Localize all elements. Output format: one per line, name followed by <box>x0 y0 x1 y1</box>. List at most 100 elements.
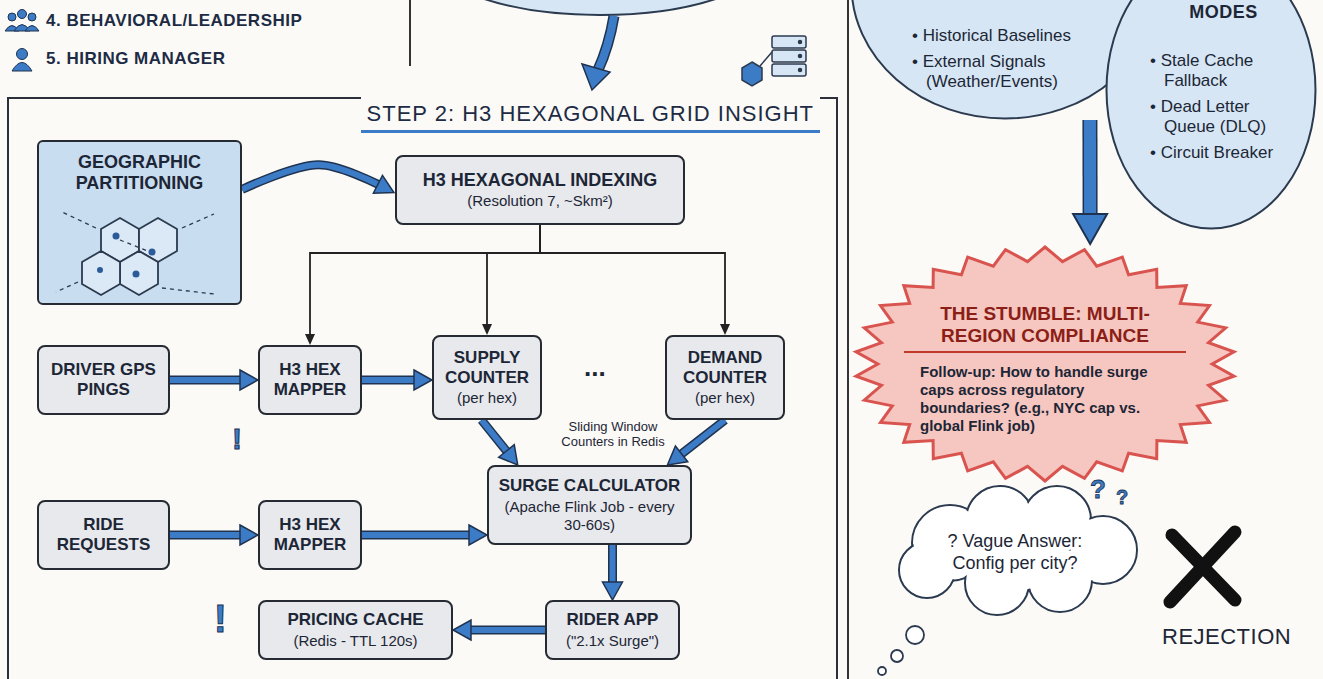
node-title: SUPPLY COUNTER <box>442 348 532 387</box>
arrow-outline <box>482 420 507 451</box>
node-title: H3 HEX MAPPER <box>268 360 352 399</box>
node-text: • External Signals (Weather/Events) <box>912 52 1121 92</box>
arrow-line <box>362 532 469 538</box>
node-title: GEOGRAPHIC PARTITIONING <box>47 152 232 193</box>
process-box: H3 HEX MAPPER <box>258 345 362 415</box>
node-title: RIDER APP <box>567 610 659 630</box>
cache-box: PRICING CACHE (Redis - TTL 120s) <box>258 600 453 660</box>
hex-points <box>97 233 156 278</box>
arrow-outline <box>170 531 240 540</box>
question-mark: ? <box>1090 474 1106 505</box>
partition-box: GEOGRAPHIC PARTITIONING <box>37 140 242 305</box>
source-box: RIDE REQUESTS <box>37 500 170 570</box>
process-box: SURGE CALCULATOR(Apache Flink Job - ever… <box>487 465 692 545</box>
info-bubble: MODES • Stale Cache Fallback • Dead Letter… <box>1105 0 1317 230</box>
source-box: DRIVER GPS PINGS <box>37 345 170 415</box>
node-text: • Circuit Breaker <box>1150 143 1297 163</box>
node-text: • Dead Letter Queue (DLQ) <box>1150 97 1297 137</box>
process-box: H3 HEX MAPPER <box>258 500 362 570</box>
node-title: ? Vague Answer: Config per city? <box>940 531 1090 574</box>
node-title: RIDE REQUESTS <box>47 515 160 554</box>
node-text: (per hex) <box>457 389 517 407</box>
node-title: H3 HEXAGONAL INDEXING <box>423 170 658 191</box>
section-item: 4. BEHAVIORAL/LEADERSHIP <box>46 11 302 31</box>
node-title: SURGE CALCULATOR <box>499 476 681 496</box>
node-title: PRICING CACHE <box>287 610 423 630</box>
reject-cross <box>1170 532 1235 602</box>
flow-arrow <box>362 380 414 381</box>
node-title: • Historical Baselines <box>912 26 1121 46</box>
arrow-line <box>242 165 378 190</box>
flow-arrow <box>682 420 725 454</box>
arrow-line <box>362 377 414 383</box>
arrow-line <box>1084 120 1096 214</box>
arrow-line <box>482 420 507 451</box>
server-icon <box>742 36 806 86</box>
cloud-fill <box>901 544 954 597</box>
flow-arrow <box>362 535 469 536</box>
counter-box: SUPPLY COUNTER (per hex) <box>432 335 542 420</box>
node-text: Follow-up: How to handle surge caps acro… <box>920 363 1170 435</box>
flow-arrow <box>540 225 725 324</box>
top-bubble <box>430 0 770 15</box>
node-title: H3 HEX MAPPER <box>268 515 352 554</box>
arrow-line <box>540 225 725 324</box>
node-title: DEMAND COUNTER <box>675 348 775 387</box>
arrow-line <box>170 377 240 383</box>
arrow-outline <box>362 531 469 540</box>
node-title: STEP 2: H3 HEXAGONAL GRID INSIGHT <box>361 97 820 133</box>
arrow-line <box>471 627 545 633</box>
thought-bubble: ? Vague Answer: Config per city? <box>885 488 1145 618</box>
arrow-outline <box>608 545 617 582</box>
node-text: (Redis - TTL 120s) <box>293 632 417 650</box>
callout-burst: THE STUMBLE: MULTI-REGION COMPLIANCE Foll… <box>852 244 1238 484</box>
arrow-outline <box>170 376 240 385</box>
arrow-outline <box>242 165 378 190</box>
node-text: (per hex) <box>695 389 755 407</box>
flow-arrow <box>170 535 240 536</box>
thought-trail <box>878 626 924 675</box>
counter-box: DEMAND COUNTER (per hex) <box>665 335 785 420</box>
section-item: 5. HIRING MANAGER <box>46 49 225 69</box>
arrow-line <box>310 225 540 334</box>
flow-arrow <box>310 225 540 334</box>
node-title: MODES <box>1150 2 1297 23</box>
question-mark: ? <box>1116 486 1128 509</box>
node-title: THE STUMBLE: MULTI-REGION COMPLIANCE <box>904 303 1186 353</box>
flow-arrow <box>612 545 613 582</box>
flow-arrow <box>1089 120 1090 214</box>
annotation: Sliding Window Counters in Redis <box>553 420 673 450</box>
arrow-outline <box>362 376 414 385</box>
node-title: DRIVER GPS PINGS <box>47 360 160 399</box>
arrow-line <box>487 225 540 324</box>
arrow-outline <box>471 626 545 635</box>
down-arrow <box>582 16 614 90</box>
alert-mark: ! <box>214 598 227 641</box>
panel-divider <box>847 0 849 679</box>
flow-arrow <box>482 420 507 451</box>
hex-grid <box>82 218 177 295</box>
ellipse-shape <box>1107 0 1316 229</box>
node-text: (Resolution 7, ~Skm²) <box>467 192 612 210</box>
divider-line <box>409 0 411 66</box>
flow-arrow <box>487 225 540 324</box>
partition-fill <box>38 141 241 304</box>
node-text: (Apache Flink Job - every 30-60s) <box>497 498 682 534</box>
arrow-outline <box>682 420 725 454</box>
hex-rays <box>56 212 214 294</box>
flow-arrow <box>471 630 545 631</box>
arrow-line <box>610 545 616 582</box>
section-frame: STEP 2: H3 HEXAGONAL GRID INSIGHT GEOGRAP… <box>7 97 838 679</box>
process-box: H3 HEXAGONAL INDEXING(Resolution 7, ~Skm… <box>395 155 685 225</box>
verdict-label: REJECTION <box>1162 624 1291 650</box>
flow-arrow <box>242 165 378 190</box>
arrow-line <box>682 420 725 454</box>
ellipsis: ... <box>584 352 606 383</box>
arrow-line <box>170 532 240 538</box>
burst-shape <box>856 247 1234 481</box>
arrow-outline <box>1082 120 1097 214</box>
person-icon <box>12 49 32 72</box>
flow-arrow <box>170 380 240 381</box>
app-box: RIDER APP("2.1x Surge") <box>545 600 680 660</box>
node-text: • Stale Cache Fallback <box>1150 51 1297 91</box>
